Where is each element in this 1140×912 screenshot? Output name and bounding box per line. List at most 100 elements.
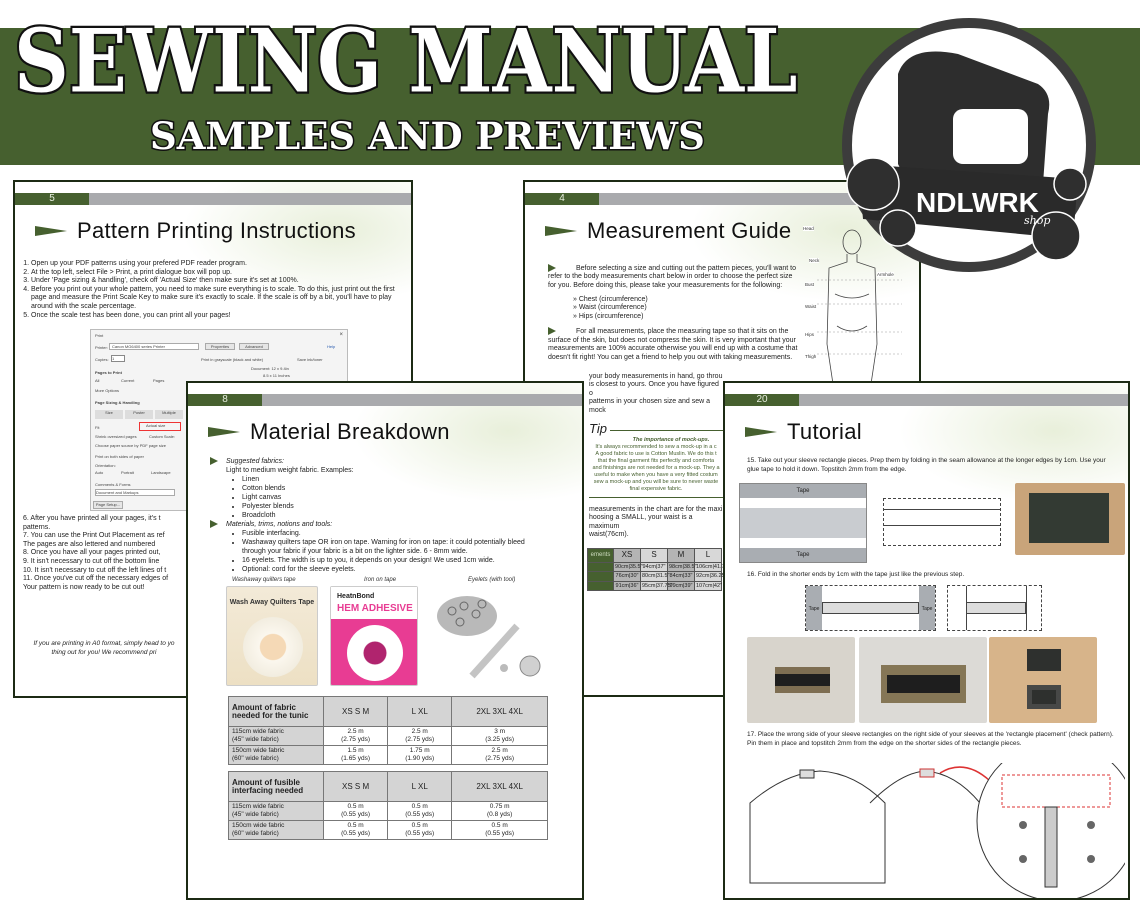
row-label-line: 150cm wide fabric bbox=[232, 822, 285, 829]
table-cell: 94cm|37" bbox=[640, 561, 668, 573]
cell-line: 3 m bbox=[494, 728, 506, 735]
measurement-text-column: Before selecting a size and cutting out … bbox=[548, 264, 798, 592]
cell-line: (0.55 yds) bbox=[405, 830, 435, 837]
list-item: 10. It isn't necessary to cut off the le… bbox=[23, 566, 167, 574]
list-item: Your pattern is now ready to be cut out! bbox=[23, 583, 145, 591]
table-row: 150cm wide fabric(60" wide fabric)1.5 m(… bbox=[228, 745, 548, 765]
text-line: is closest to yours. Once you have figur… bbox=[589, 381, 719, 397]
size-header: S bbox=[640, 547, 668, 563]
cell-line: (2.75 yds) bbox=[485, 755, 515, 762]
tip-box: Tip The importance of mock-ups. It's alw… bbox=[589, 421, 723, 498]
table-row: 150cm wide fabric(60" wide fabric)0.5 m(… bbox=[228, 820, 548, 840]
dialog-title: Print bbox=[95, 333, 104, 338]
size-header: M bbox=[667, 547, 695, 563]
step-16: 16. Fold in the shorter ends by 1cm with… bbox=[747, 571, 965, 578]
tape-paragraph: For all measurements, place the measurin… bbox=[548, 327, 798, 362]
table-cell: 95cm|37.75" bbox=[640, 580, 673, 592]
size-header: L XL bbox=[387, 771, 453, 802]
fabric-item: Polyester blends bbox=[242, 502, 550, 511]
row-label-line: (45" wide fabric) bbox=[232, 811, 279, 818]
step-15: 15. Take out your sleeve rectangle piece… bbox=[747, 457, 1106, 473]
cell-line: (1.65 yds) bbox=[341, 755, 371, 762]
table-cell: 80cm|31.5" bbox=[640, 571, 670, 582]
tape-diagram: Tape Tape bbox=[739, 483, 867, 563]
tip-heading: The importance of mock-ups. bbox=[632, 436, 710, 443]
tip-label: Tip bbox=[589, 421, 610, 436]
list-item: The pages are also lettered and numbered bbox=[23, 540, 156, 548]
table-header: Amount of fabric needed for the tunic bbox=[228, 696, 324, 727]
size-header: L XL bbox=[387, 696, 453, 727]
table-cell: 98cm|38.5" bbox=[667, 561, 697, 573]
logo-script: shop bbox=[1024, 214, 1050, 227]
material-item: Washaway quilters tape OR iron on tape. … bbox=[242, 538, 550, 556]
figure-label: Bust bbox=[805, 282, 815, 287]
page-bar: 4 bbox=[525, 193, 919, 205]
page-material-breakdown: 8 Material Breakdown Suggested fabrics: … bbox=[186, 381, 584, 900]
table-cell: 2.5 m(2.75 yds) bbox=[322, 726, 389, 746]
fabric-tables: Amount of fabric needed for the tunic XS … bbox=[228, 696, 560, 840]
figure-label: Hips bbox=[805, 332, 815, 337]
text-line: waist(76cm). bbox=[589, 531, 629, 539]
measure-item: » Waist (circumference) bbox=[573, 304, 647, 312]
photo-folded-rectangle bbox=[1015, 483, 1125, 555]
page-title: Measurement Guide bbox=[545, 218, 791, 244]
arrow-icon bbox=[745, 427, 777, 437]
page-number: 8 bbox=[188, 394, 262, 406]
table-cell: 2.5 m(2.75 yds) bbox=[451, 745, 548, 765]
table-cell: 0.5 m(0.55 yds) bbox=[451, 820, 548, 840]
size-header: XS S M bbox=[322, 771, 389, 802]
row-label: 150cm wide fabric(60" wide fabric) bbox=[228, 820, 324, 840]
table-row: 115cm wide fabric(45" wide fabric) 2.5 m(… bbox=[228, 726, 548, 746]
row-label-line: 150cm wide fabric bbox=[232, 747, 285, 754]
row-label bbox=[587, 571, 614, 582]
page-bar: 8 bbox=[188, 394, 582, 406]
cell-line: 0.5 m bbox=[491, 822, 508, 829]
size-paragraph: your body measurements in hand, go throu… bbox=[589, 373, 723, 416]
page-bar: 5 bbox=[15, 193, 411, 205]
printer-select: Canon MG6400 series Printer bbox=[109, 343, 199, 350]
table-cell: 92cm|36.25" bbox=[694, 571, 727, 582]
cell-line: 2.5 m bbox=[491, 747, 508, 754]
short-end-folded-diagram bbox=[947, 585, 1042, 631]
table-cell: 0.5 m(0.55 yds) bbox=[322, 820, 389, 840]
table-cell: 90cm|35.5" bbox=[613, 561, 643, 573]
step-17: 17. Place the wrong side of your sleeve … bbox=[747, 731, 1114, 747]
body-figure bbox=[817, 229, 902, 385]
table-cell: 0.75 m(0.8 yds) bbox=[451, 801, 548, 821]
table-cell: 76cm|30" bbox=[613, 571, 641, 582]
note-line: thing out for you! We recommend pri bbox=[51, 648, 157, 656]
table-cell: 84cm|33" bbox=[667, 571, 695, 582]
bullet-arrow-icon bbox=[210, 520, 218, 529]
tip-line: It's always recommended to sew a mock-up… bbox=[595, 443, 717, 450]
cell-line: (2.75 yds) bbox=[405, 736, 435, 743]
tip-line: final expensive fabric. bbox=[629, 485, 683, 492]
list-item: Under 'Page sizing & handling', check of… bbox=[31, 277, 402, 286]
row-label-line: (45" wide fabric) bbox=[232, 736, 279, 743]
caption-iron-on-tape: Iron on tape bbox=[364, 577, 397, 583]
table-header: Amount of fusible interfacing needed bbox=[228, 771, 324, 802]
page-number: 20 bbox=[725, 394, 799, 406]
row-label-line: 115cm wide fabric bbox=[232, 728, 284, 735]
row-label bbox=[587, 580, 614, 592]
sleeve-placement-diagram bbox=[749, 763, 1125, 898]
intro-paragraph: Before selecting a size and cutting out … bbox=[548, 264, 797, 290]
cell-line: 0.5 m bbox=[411, 803, 428, 810]
measure-item: » Hips (circumference) bbox=[573, 312, 644, 320]
row-label bbox=[587, 561, 614, 573]
materials-list: Suggested fabrics: Light to medium weigh… bbox=[210, 457, 550, 574]
arrow-icon bbox=[35, 226, 67, 236]
cell-line: 1.75 m bbox=[409, 747, 430, 754]
caption-quilters-tape: Washaway quilters tape bbox=[232, 577, 296, 583]
photo-ends-folded bbox=[859, 637, 987, 723]
text-line: measurements in the chart are for the ma… bbox=[589, 505, 723, 513]
fabric-item: Light canvas bbox=[242, 493, 550, 502]
list-item: At the top left, select File > Print, a … bbox=[31, 269, 402, 278]
figure-label: Head bbox=[803, 226, 814, 231]
table-cell: 1.75 m(1.90 yds) bbox=[387, 745, 453, 765]
tip-line: that the final garment fits perfectly an… bbox=[597, 457, 715, 464]
note-line: If you are printing in A0 format, simply… bbox=[33, 640, 175, 647]
page-number: 4 bbox=[525, 193, 599, 205]
